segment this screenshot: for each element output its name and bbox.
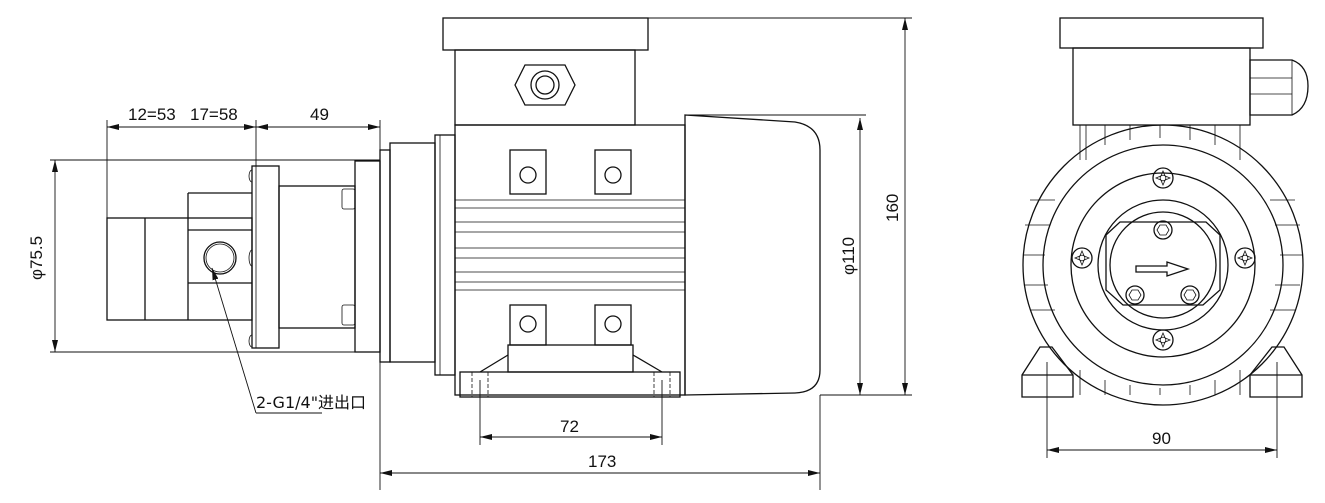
motor-foot — [459, 371, 681, 398]
screw-icons — [1071, 167, 1256, 351]
rotation-arrow-icon — [1135, 261, 1191, 277]
mount-bosses — [509, 149, 632, 346]
side-dimensions: 12=53 17=58 49 φ75.5 2-G1/4"进出口 72 173 φ… — [27, 17, 912, 490]
dim-17-58: 17=58 — [190, 105, 238, 124]
gear-pump-side-view — [106, 134, 456, 376]
front-view: 90 — [1021, 17, 1309, 458]
foot-right — [1249, 346, 1303, 398]
dim-phi-110: φ110 — [839, 237, 858, 275]
dim-173: 173 — [588, 452, 616, 471]
terminal-box-lid — [442, 17, 649, 51]
dim-72: 72 — [560, 417, 579, 436]
port-hole — [203, 241, 237, 275]
dim-49: 49 — [310, 105, 329, 124]
dim-12-53: 12=53 — [128, 105, 176, 124]
dim-90: 90 — [1152, 429, 1171, 448]
bolt-icons — [1125, 220, 1200, 305]
foot-left — [1021, 346, 1074, 398]
port-label: 2-G1/4"进出口 — [256, 393, 366, 412]
dim-phi-75-5: φ75.5 — [27, 236, 46, 280]
dim-160: 160 — [883, 194, 902, 222]
terminal-box — [454, 49, 636, 126]
cable-gland-icon — [514, 64, 576, 106]
fan-cover — [684, 114, 821, 396]
cable-gland-front — [1249, 59, 1309, 116]
motor-side-view — [442, 17, 821, 398]
